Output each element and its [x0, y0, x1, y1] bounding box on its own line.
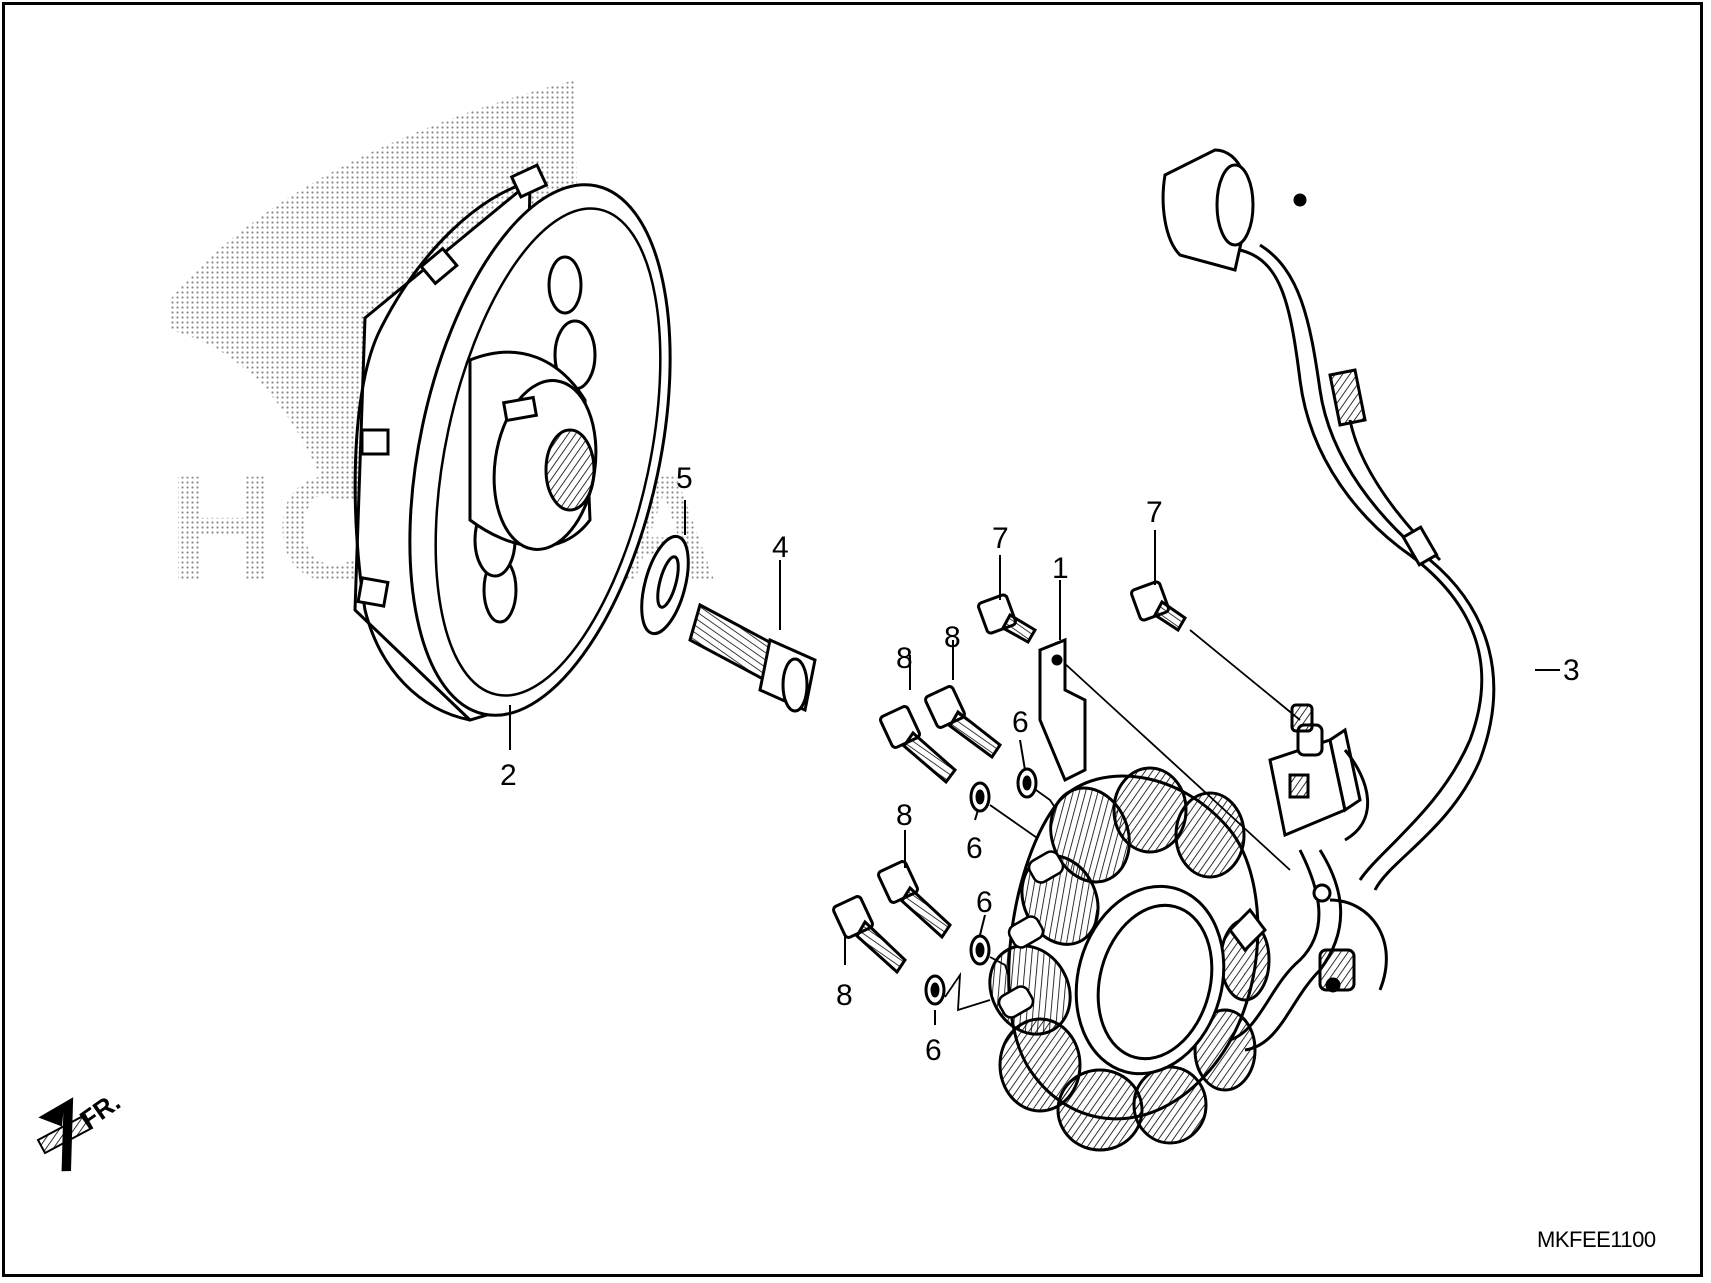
bolt-7-b: [1130, 580, 1187, 633]
front-arrow-icon: [38, 1097, 74, 1172]
bolt-7-a: [977, 593, 1038, 645]
wire-clamp-bracket: [1038, 637, 1087, 783]
callout-labels: 1 2 3 4 5 6 6 6 6 7 7 8 8 8 8: [500, 462, 1580, 1067]
callout-1: 1: [1052, 552, 1069, 585]
bolt-8-d: [832, 895, 907, 975]
pulse-generator-harness: [1161, 148, 1496, 1052]
callout-7-a: 7: [992, 522, 1009, 555]
flywheel-bolt: [688, 602, 817, 713]
bolt-8-a: [924, 685, 1003, 760]
grommet-b: [969, 781, 991, 813]
grommet-d: [924, 974, 946, 1006]
callout-6-c: 6: [976, 886, 993, 919]
callout-8-c: 8: [896, 799, 913, 832]
stator: [988, 766, 1271, 1152]
leader-lines: [509, 500, 1560, 1025]
bolt-8-b: [879, 705, 958, 785]
callout-6-d: 6: [925, 1034, 942, 1067]
grommet-c: [969, 934, 991, 966]
callout-8-d: 8: [836, 979, 853, 1012]
callout-6-b: 6: [966, 832, 983, 865]
grommet-a: [1016, 767, 1038, 799]
callout-8-a: 8: [944, 621, 961, 654]
diagram-code: MKFEE1100: [1537, 1227, 1656, 1252]
callout-7-b: 7: [1146, 496, 1163, 529]
callout-8-b: 8: [896, 642, 913, 675]
flywheel-washer: [640, 534, 690, 636]
callout-5: 5: [676, 462, 693, 495]
front-direction-indicator: FR.: [36, 1086, 126, 1172]
callout-6-a: 6: [1012, 706, 1029, 739]
callout-2: 2: [500, 759, 517, 792]
front-arrow-body: [36, 1113, 94, 1155]
bolt-8-c: [877, 860, 952, 940]
flywheel: [353, 163, 672, 722]
callout-4: 4: [772, 531, 789, 564]
callout-3: 3: [1563, 654, 1580, 687]
